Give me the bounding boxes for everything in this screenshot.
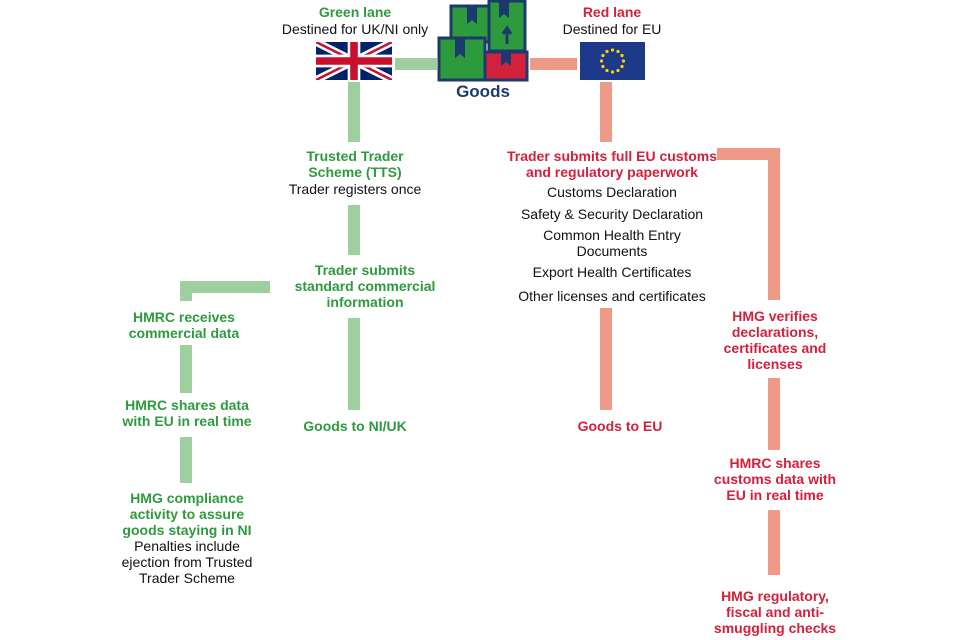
red-line	[768, 378, 780, 450]
uk-flag-icon	[316, 42, 392, 80]
step-line: commercial data	[128, 325, 240, 341]
green-line	[180, 281, 192, 301]
step-line: Trader submits	[314, 262, 416, 278]
eu-star-icon	[601, 64, 605, 69]
red-line	[768, 510, 780, 575]
step-line: fiscal and anti-	[725, 604, 825, 620]
red-line	[717, 148, 780, 160]
step-text: ejection from Trusted	[121, 554, 253, 570]
goods-to-eu: Goods to EU	[577, 418, 663, 434]
step-line: HMG compliance	[130, 490, 244, 506]
green-line	[180, 437, 192, 483]
doc-item: Other licenses and certificates	[518, 288, 706, 304]
step-line: and regulatory paperwork	[526, 164, 698, 180]
step-text: Penalties include	[134, 538, 240, 554]
red-line	[600, 82, 612, 142]
tts-title-line: Trusted Trader	[306, 148, 404, 164]
green-line	[348, 205, 360, 255]
eu-star-icon	[616, 49, 620, 54]
step-line: HMG regulatory,	[721, 588, 829, 604]
step-line: HMRC shares	[729, 455, 821, 471]
step-line: information	[326, 294, 404, 310]
eu-star-icon	[620, 64, 624, 69]
step-line: customs data with	[713, 471, 837, 487]
eu-star-icon	[610, 48, 615, 52]
step-line: Trader submits full EU customs	[506, 148, 718, 164]
goods-label: Goods	[456, 82, 510, 101]
eu-star-icon	[610, 70, 615, 74]
red-line	[600, 308, 612, 410]
tts-text: Trader registers once	[288, 181, 422, 197]
eu-star-icon	[599, 59, 604, 63]
step-line: licenses	[747, 356, 803, 372]
eu-star-icon	[605, 49, 609, 54]
goods-to-ni-uk: Goods to NI/UK	[303, 418, 407, 434]
eu-star-icon	[620, 53, 624, 58]
doc-item: Safety & Security Declaration	[520, 206, 704, 222]
step-line: declarations,	[731, 324, 819, 340]
step-line: EU in real time	[726, 487, 824, 503]
red-lane-title: Red lane	[582, 4, 642, 20]
green-line	[348, 318, 360, 410]
green-connector	[395, 58, 437, 70]
step-line: HMG verifies	[732, 308, 818, 324]
hmg-checks-step: HMG regulatory,fiscal and anti-smuggling…	[714, 588, 836, 636]
eu-star-icon	[605, 68, 609, 73]
red-lane-subtitle: Destined for EU	[562, 21, 662, 37]
step-line: HMRC receives	[133, 309, 235, 325]
step-line: HMRC shares data	[125, 397, 249, 413]
green-line	[180, 345, 192, 393]
step-text: Trader Scheme	[139, 570, 235, 586]
red-line	[768, 148, 780, 300]
step-line: smuggling checks	[713, 620, 837, 636]
step-line: activity to assure	[129, 506, 245, 522]
eu-flag-icon	[580, 42, 645, 80]
step-line: standard commercial	[294, 278, 436, 294]
doc-item: Export Health Certificates	[532, 264, 692, 280]
green-lane-title: Green lane	[318, 4, 392, 20]
red-connector	[530, 58, 577, 70]
green-line	[180, 281, 270, 293]
green-line	[348, 82, 360, 142]
eu-star-icon	[621, 59, 626, 63]
doc-item: Common Health Entry	[543, 227, 681, 243]
step-line: with EU in real time	[122, 413, 252, 429]
step-line: certificates and	[723, 340, 827, 356]
green-lane-subtitle: Destined for UK/NI only	[281, 21, 429, 37]
step-line: goods staying in NI	[122, 522, 252, 538]
eu-star-icon	[601, 53, 605, 58]
doc-item: Customs Declaration	[547, 184, 677, 200]
tts-title-line: Scheme (TTS)	[308, 164, 402, 180]
doc-item: Documents	[576, 243, 648, 259]
boxes-icon	[437, 0, 529, 82]
eu-star-icon	[616, 68, 620, 73]
